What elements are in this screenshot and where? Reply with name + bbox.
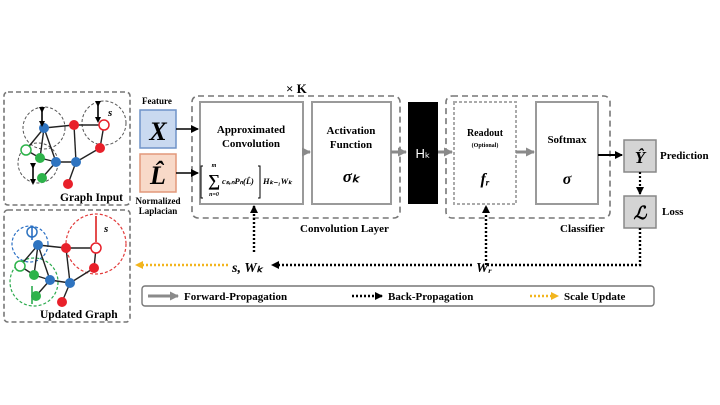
graph-node [29, 270, 39, 280]
feature-label: Feature [142, 96, 172, 106]
convolution-layer-label: Convolution Layer [300, 223, 389, 235]
laplacian-symbol: L̂ [149, 161, 166, 190]
prediction-label: Prediction [660, 150, 709, 162]
softmax-label: Softmax [547, 134, 587, 146]
graph-input-label: Graph Input [60, 192, 123, 204]
scale-label-s2: s [103, 223, 108, 235]
graph-node [98, 119, 110, 131]
formula-body: cₛ,ₙPₙ(L̂) [222, 176, 254, 186]
y-hat-symbol: Ŷ [635, 148, 647, 167]
formula-sum: ∑ [208, 171, 220, 190]
legend: Forward-Propagation Back-Propagation Sca… [141, 285, 655, 307]
approx-line2: Convolution [222, 138, 280, 150]
activation-function-box [311, 101, 392, 205]
loss-symbol: ℒ [634, 203, 648, 223]
graph-node [95, 143, 105, 153]
graph-node [63, 179, 73, 189]
repeat-label: × K [286, 81, 308, 96]
updated-graph-panel: s Updated Graph [3, 209, 131, 323]
hk-box [408, 102, 438, 204]
graph-node [45, 275, 55, 285]
s-wk-label: s, Wₖ [231, 261, 264, 276]
graph-node [33, 240, 43, 250]
scale-circle [81, 100, 127, 146]
softmax-box [535, 101, 599, 205]
graph-node [89, 263, 99, 273]
scale-circle-blue [11, 225, 49, 263]
feature-symbol: X [148, 117, 167, 146]
scale-label-s1: s [107, 107, 112, 119]
graph-node [65, 278, 75, 288]
prediction-box [623, 139, 657, 173]
formula-bracket-right [258, 165, 261, 199]
scale-circle-red [65, 213, 127, 275]
w-r-label: Wᵣ [476, 261, 492, 276]
graph-node [37, 173, 47, 183]
hk-label: Hₖ [416, 146, 431, 161]
graph-node [51, 157, 61, 167]
classifier-box [445, 95, 611, 219]
graph-node [90, 242, 102, 254]
graph-node [39, 123, 49, 133]
loss-label: Loss [662, 206, 684, 218]
readout-box [453, 101, 517, 205]
graph-node [20, 144, 32, 156]
formula-tail: Hₖ₋₁Wₖ [262, 176, 293, 186]
graph-node [14, 260, 26, 272]
legend-scale-label: Scale Update [564, 291, 626, 303]
approx-line1: Approximated [217, 124, 285, 136]
scale-circle [22, 106, 66, 150]
scale-circle-green [9, 257, 59, 307]
classifier-label: Classifier [560, 223, 605, 235]
activation-line1: Activation [327, 125, 376, 137]
graph-node [31, 291, 41, 301]
graph-node [69, 120, 79, 130]
graph-node [71, 157, 81, 167]
convolution-layer-box [191, 95, 401, 219]
normalized-label: Normalized [136, 196, 181, 206]
updated-graph-label: Updated Graph [40, 309, 118, 321]
readout-label: Readout [467, 128, 504, 139]
graph-input-panel: s Graph Input [3, 91, 131, 206]
formula-bottom: n=0 [209, 192, 219, 198]
graph-node [35, 153, 45, 163]
formula-top: m [212, 163, 217, 169]
f-r-symbol: fᵣ [481, 171, 490, 188]
approx-convolution-box [199, 101, 304, 205]
legend-box [141, 285, 655, 307]
graph-node [61, 243, 71, 253]
legend-back-label: Back-Propagation [388, 291, 473, 303]
loss-box [623, 195, 657, 229]
sigma-symbol: σ [563, 171, 572, 188]
arrow-loss-back [486, 228, 642, 267]
laplacian-label: Laplacian [139, 206, 178, 216]
legend-forward-label: Forward-Propagation [184, 291, 287, 303]
optional-label: (Optional) [472, 142, 499, 149]
formula-bracket-left [200, 165, 203, 199]
sigma-k-symbol: σₖ [343, 167, 361, 186]
graph-node [57, 297, 67, 307]
activation-line2: Function [330, 139, 372, 151]
